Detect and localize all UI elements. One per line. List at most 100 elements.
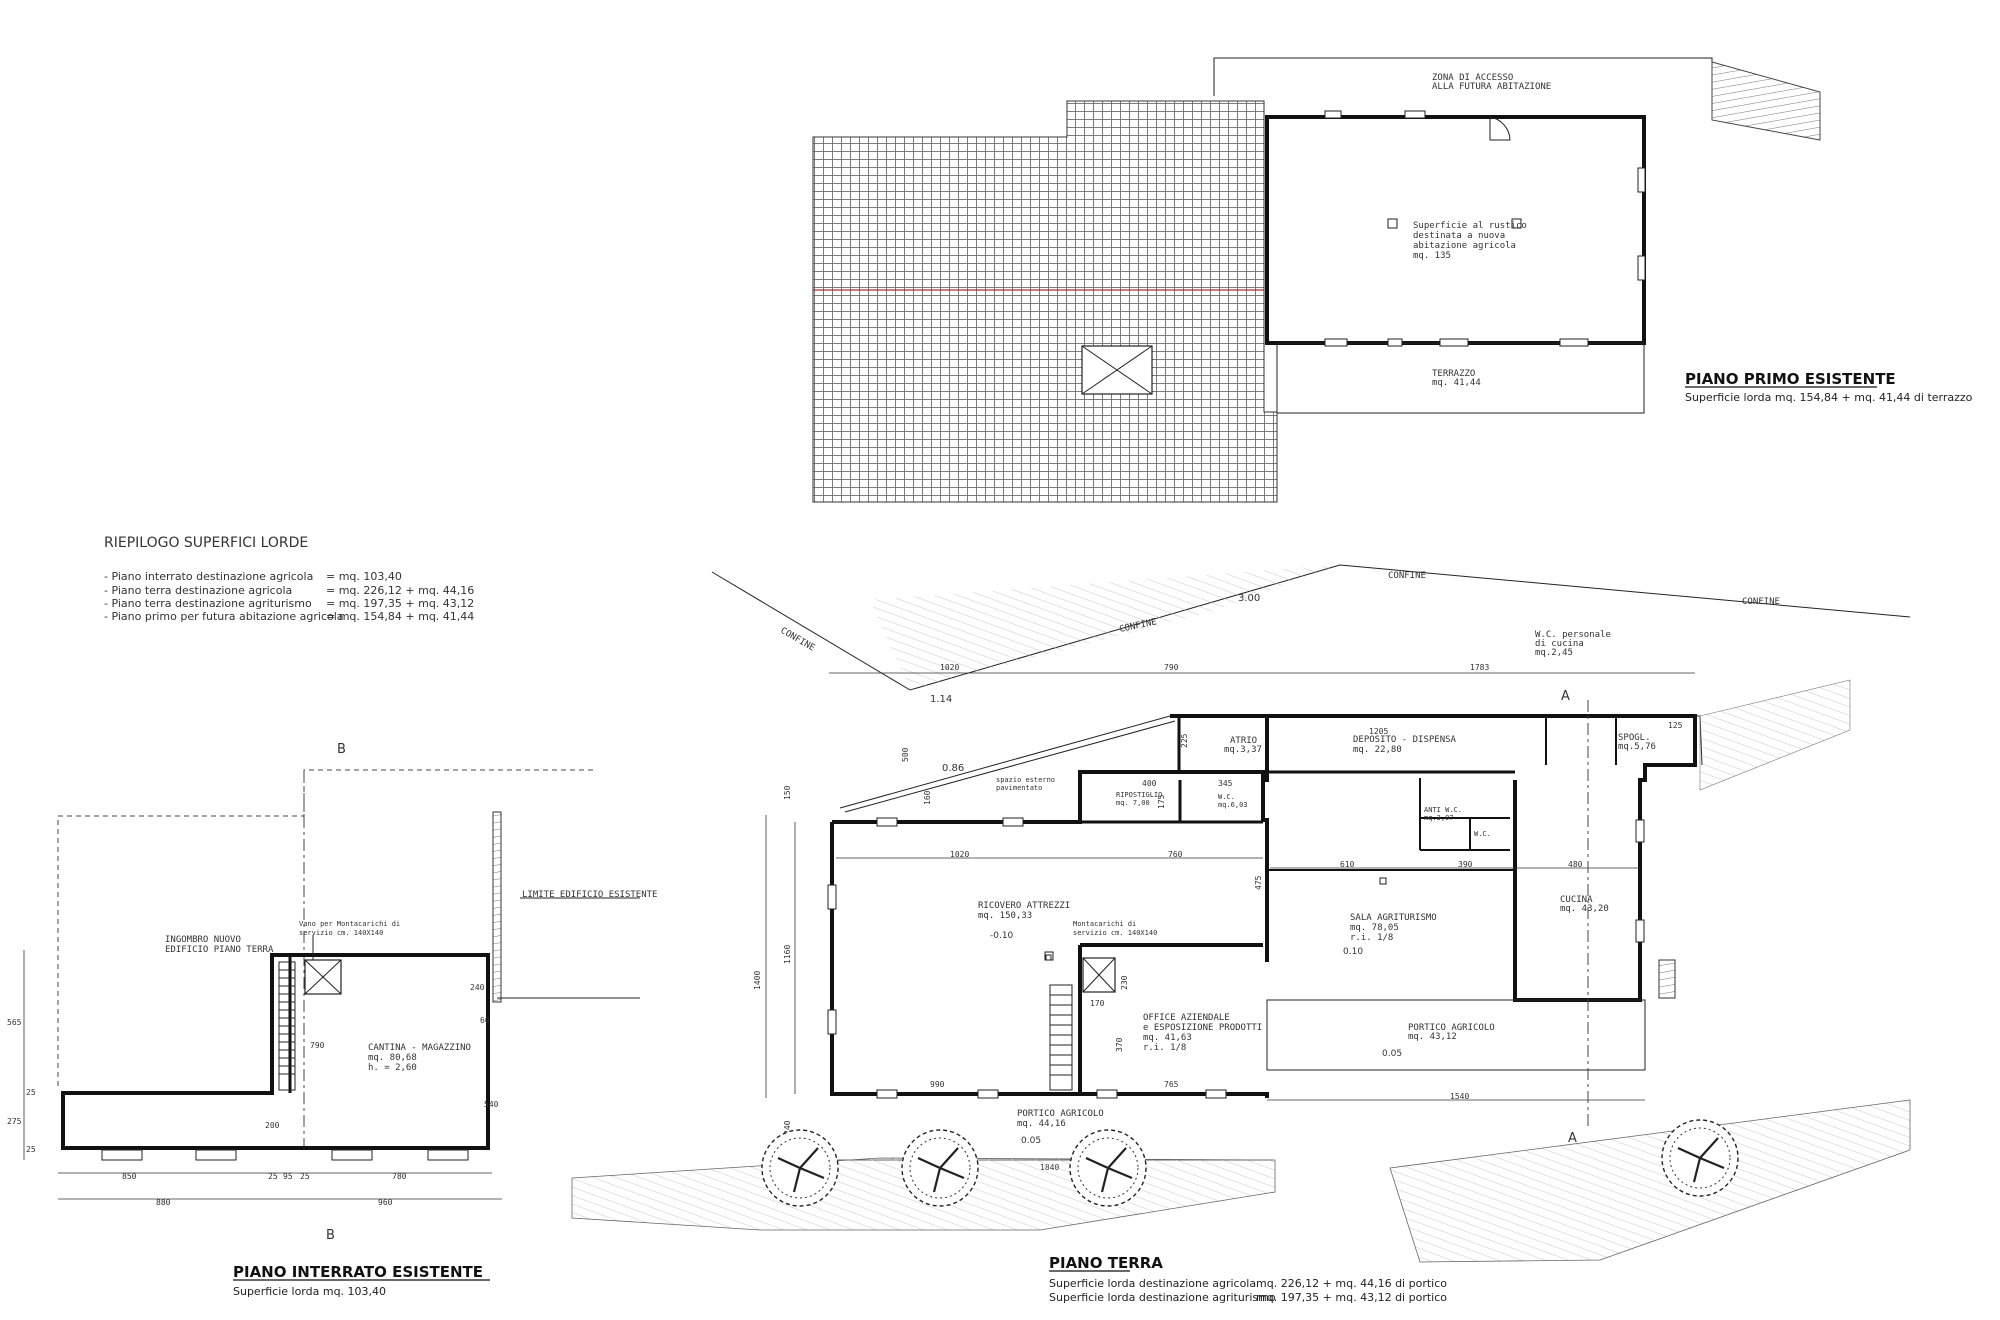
elevation-0-05-b: 0.05 — [1382, 1049, 1402, 1059]
basement-dim-25-a: 25 — [268, 1172, 278, 1181]
terrace-area: mq. 41,44 — [1432, 378, 1481, 388]
window — [1205, 1089, 1227, 1099]
basement-dim-25-d: 25 — [26, 1145, 36, 1154]
elevation-0-86: 0.86 — [942, 763, 964, 774]
dim-990: 990 — [930, 1080, 945, 1089]
window — [1324, 110, 1342, 119]
basement-dim-95: 95 — [283, 1172, 293, 1181]
boundary-line — [711, 571, 911, 691]
summary-row-4-value: = mq. 154,84 + mq. 41,44 — [326, 610, 474, 623]
basement-dim-960: 960 — [378, 1198, 393, 1207]
window — [195, 1149, 237, 1161]
elevation-3-00: 3.00 — [1238, 593, 1260, 604]
basement-dim-240: 240 — [470, 983, 485, 992]
wc-staff-line-2: di cucina — [1535, 639, 1584, 649]
ground-stair — [1049, 984, 1073, 1091]
dim-230: 230 — [1120, 975, 1129, 990]
summary-row-3-value: = mq. 197,35 + mq. 43,12 — [326, 597, 474, 610]
basement-dim-540: 540 — [484, 1100, 499, 1109]
sala-label: SALA AGRITURISMO — [1350, 913, 1437, 923]
office-line-1: OFFICE AZIENDALE — [1143, 1013, 1230, 1023]
basement-lift-text-2: servizio cm. 140X140 — [299, 929, 383, 937]
deposito-area: mq. 22,80 — [1353, 745, 1402, 755]
ground-floor-walls — [832, 770, 1269, 962]
window — [1635, 819, 1645, 843]
ramp-line — [844, 720, 1176, 813]
ground-sub-1-value: mq. 226,12 + mq. 44,16 di portico — [1256, 1277, 1447, 1290]
ground-hatch-right — [1389, 1099, 1911, 1263]
office-area: mq. 41,63 — [1143, 1033, 1192, 1043]
kitchen-vent — [1658, 959, 1676, 999]
slope-hatch — [1711, 61, 1821, 141]
window — [876, 817, 898, 827]
summary-row-1-label: - Piano interrato destinazione agricola — [104, 570, 313, 583]
dim-1160: 1160 — [783, 945, 792, 964]
tree — [1661, 1119, 1739, 1197]
cellar-area: mq. 80,68 — [368, 1053, 417, 1063]
pillar — [1044, 951, 1054, 961]
ramp-line — [839, 715, 1171, 809]
pillar — [1379, 877, 1387, 885]
sala-area: mq. 78,05 — [1350, 923, 1399, 933]
door-swing — [1489, 116, 1511, 141]
window — [1559, 338, 1589, 347]
basement-lift-shaft — [304, 959, 342, 995]
room-text-1: Superficie al rustico — [1413, 221, 1527, 231]
summary-row-4-label: - Piano primo per futura abitazione agri… — [104, 610, 344, 623]
dim-610: 610 — [1340, 860, 1355, 869]
office-line-2: e ESPOSIZIONE PRODOTTI — [1143, 1023, 1262, 1033]
deposito-label: DEPOSITO - DISPENSA — [1353, 735, 1457, 745]
dim-225: 225 — [1180, 733, 1189, 748]
basement-dim-60: 60 — [480, 1016, 490, 1025]
tree — [1069, 1129, 1147, 1207]
dim-500: 500 — [901, 747, 910, 762]
cucina-area: mq. 43,20 — [1560, 904, 1609, 914]
dim-150: 150 — [783, 785, 792, 800]
cellar-label: CANTINA - MAGAZZINO — [368, 1043, 471, 1053]
window — [1637, 167, 1646, 193]
basement-dim-200: 200 — [265, 1121, 280, 1130]
atrio-area: mq.3,37 — [1224, 745, 1262, 755]
dim-175: 175 — [1157, 794, 1166, 809]
portico-agr2-label: PORTICO AGRICOLO — [1408, 1023, 1495, 1033]
portico-agr-area: mq. 44,16 — [1017, 1119, 1066, 1129]
pillar — [1045, 954, 1052, 961]
portico-agr-label: PORTICO AGRICOLO — [1017, 1109, 1104, 1119]
cellar-height: h. = 2,60 — [368, 1063, 417, 1073]
summary-row-2-label: - Piano terra destinazione agricola — [104, 584, 292, 597]
ground-sub-2-value: mq. 197,35 + mq. 43,12 di portico — [1256, 1291, 1447, 1304]
elevation-0-05-a: 0.05 — [1021, 1136, 1041, 1146]
window — [1002, 817, 1024, 827]
section-mark-a-top: A — [1561, 689, 1570, 704]
ground-floor-title: PIANO TERRA — [1049, 1254, 1163, 1272]
wc-staff-line-1: W.C. personale — [1535, 630, 1611, 640]
window — [1096, 1089, 1118, 1099]
ricovero-label: RICOVERO ATTREZZI — [978, 901, 1070, 911]
basement-dim-565: 565 — [7, 1018, 22, 1027]
ground-lift-shaft — [1082, 957, 1116, 993]
dim-480: 480 — [1568, 860, 1583, 869]
footprint-line-2: EDIFICIO PIANO TERRA — [165, 945, 274, 955]
window — [827, 1009, 837, 1035]
ground-floor-plan: CONFINE CONFINE CONFINE CONFINE 3.00 1.1… — [571, 564, 1911, 1304]
confine-label-1: CONFINE — [779, 626, 817, 654]
section-mark-b-top: B — [337, 742, 346, 757]
window — [1387, 338, 1403, 347]
basement-subtitle: Superficie lorda mq. 103,40 — [233, 1285, 386, 1298]
window — [1637, 255, 1646, 281]
wc2-label: W.C. — [1474, 830, 1491, 838]
dim-790-top: 790 — [1164, 663, 1179, 672]
section-mark-b-bottom: B — [326, 1228, 335, 1243]
elevation-1-14: 1.14 — [930, 694, 952, 705]
first-floor-plan: ZONA DI ACCESSO ALLA FUTURA ABITAZIONE S… — [812, 57, 1973, 503]
spazio-line-1: spazio esterno — [996, 776, 1055, 784]
window — [1439, 338, 1469, 347]
terrain-hatch-right — [1699, 679, 1851, 791]
terrace-label: TERRAZZO — [1432, 369, 1475, 379]
window — [101, 1149, 143, 1161]
first-floor-subtitle: Superficie lorda mq. 154,84 + mq. 41,44 … — [1685, 391, 1973, 404]
basement-plan: LIMITE EDIFICIO ESISTENTE INGOMBRO NUOVO… — [7, 742, 657, 1298]
atrio-label: ATRIO — [1230, 736, 1257, 746]
room-text-3: abitazione agricola — [1413, 241, 1516, 251]
